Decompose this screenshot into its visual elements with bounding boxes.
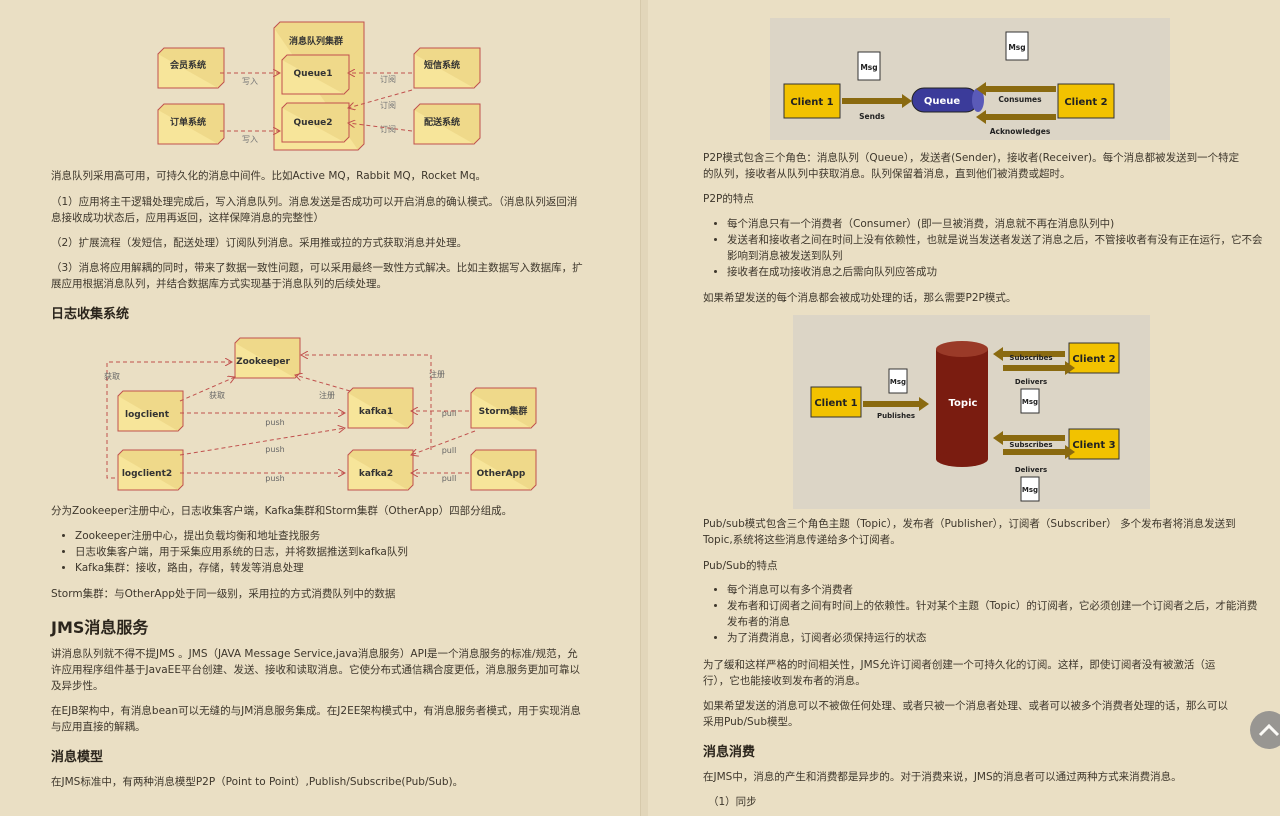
pull-label: pull [442, 446, 457, 455]
paragraph: 在JMS中，消息的产生和消费都是异步的。对于消费来说，JMS的消息者可以通过两种… [703, 771, 1182, 783]
msg-icon: Msg [1008, 43, 1025, 52]
bullet-list: 每个消息只有一个消费者（Consumer）(即一旦被消费，消息就不再在消息队列中… [703, 216, 1267, 280]
queue1-node: Queue1 [294, 69, 333, 79]
fetch-label: 获取 [104, 371, 120, 381]
delivery-system-node: 配送系统 [424, 116, 460, 128]
sends-label: Sends [859, 112, 885, 121]
mq-cluster-diagram: 消息队列集群 Queue1 Queue2 会员系统 订单系统 短信系统 配送系统… [157, 21, 481, 151]
section-heading: JMS消息服务 [51, 618, 149, 637]
kafka2-node: kafka2 [359, 469, 393, 479]
paragraph: （2）扩展流程（发短信，配送处理）订阅队列消息。采用推或拉的方式获取消息并处理。 [51, 237, 468, 249]
acknowledges-label: Acknowledges [990, 127, 1051, 136]
paragraph: （1）同步 [708, 796, 757, 808]
write-label: 写入 [242, 135, 258, 144]
logclient-node: logclient [125, 410, 170, 420]
list-item: 日志收集客户端，用于采集应用系统的日志，并将数据推送到kafka队列 [75, 544, 615, 560]
list-item: 接收者在成功接收消息之后需向队列应答成功 [727, 264, 1267, 280]
left-page: 消息队列集群 Queue1 Queue2 会员系统 订单系统 短信系统 配送系统… [0, 0, 640, 816]
member-system-node: 会员系统 [170, 59, 206, 71]
paragraph: （1）应用将主干逻辑处理完成后，写入消息队列。消息发送是否成功可以开启消息的确认… [51, 196, 578, 224]
pull-label: pull [442, 474, 457, 483]
push-label: push [265, 474, 284, 483]
paragraph: 分为Zookeeper注册中心，日志收集客户端，Kafka集群和Storm集群（… [51, 505, 513, 517]
cluster-label: 消息队列集群 [289, 35, 343, 47]
paragraph: 在EJB架构中，有消息bean可以无缝的与JM消息服务集成。在J2EE架构模式中… [51, 705, 581, 733]
paragraph: 讲消息队列就不得不提JMS 。JMS（JAVA Message Service,… [51, 648, 580, 692]
client3-node: Client 3 [1072, 440, 1115, 451]
section-heading: 消息消费 [703, 745, 756, 760]
pull-label: pull [442, 409, 457, 418]
register-label: 注册 [429, 369, 445, 379]
sms-system-node: 短信系统 [424, 59, 460, 71]
p2p-diagram: Client 1 Client 2 Queue Msg Msg Sends Co… [770, 18, 1170, 140]
list-item: 发布者和订阅者之间有时间上的依赖性。针对某个主题（Topic）的订阅者，它必须创… [727, 598, 1267, 630]
list-item: Kafka集群：接收，路由，存储，转发等消息处理 [75, 560, 615, 576]
log-collection-diagram: Zookeeper logclient logclient2 kafka1 ka… [104, 337, 537, 491]
client1-node: Client 1 [814, 398, 857, 409]
list-item: 每个消息可以有多个消费者 [727, 582, 1267, 598]
msg-icon: Msg [1022, 486, 1038, 494]
list-item: 发送者和接收者之间在时间上没有依赖性，也就是说当发送者发送了消息之后，不管接收者… [727, 232, 1267, 264]
list-item: 为了消费消息，订阅者必须保持运行的状态 [727, 630, 1267, 646]
section-heading: 消息模型 [51, 750, 104, 765]
msg-icon: Msg [860, 63, 877, 72]
consumes-label: Consumes [998, 95, 1042, 104]
bullet-list: Zookeeper注册中心，提出负载均衡和地址查找服务 日志收集客户端，用于采集… [51, 528, 615, 576]
paragraph: Pub/Sub的特点 [703, 560, 778, 572]
write-label: 写入 [242, 77, 258, 86]
storm-node: Storm集群 [479, 405, 528, 417]
client2-node: Client 2 [1064, 97, 1107, 108]
queue2-node: Queue2 [294, 118, 333, 128]
topic-node: Topic [949, 398, 978, 409]
paragraph: 在JMS标准中，有两种消息模型P2P（Point to Point）,Publi… [51, 776, 464, 788]
push-label: push [265, 445, 284, 454]
section-heading: 日志收集系统 [51, 307, 130, 322]
list-item: Zookeeper注册中心，提出负载均衡和地址查找服务 [75, 528, 615, 544]
bullet-list: 每个消息可以有多个消费者 发布者和订阅者之间有时间上的依赖性。针对某个主题（To… [703, 582, 1267, 646]
push-label: push [265, 418, 284, 427]
subscribe-label: 订阅 [380, 74, 396, 84]
paragraph: 如果希望发送的消息可以不被做任何处理、或者只被一个消息者处理、或者可以被多个消费… [703, 700, 1228, 728]
register-label: 注册 [319, 390, 335, 400]
paragraph: （3）消息将应用解耦的同时，带来了数据一致性问题，可以采用最终一致性方式解决。比… [51, 262, 583, 290]
otherapp-node: OtherApp [477, 469, 526, 479]
logclient2-node: logclient2 [122, 469, 172, 479]
msg-icon: Msg [890, 378, 906, 386]
zookeeper-node: Zookeeper [236, 357, 290, 367]
chevron-up-icon [1258, 723, 1280, 737]
subscribes-label: Subscribes [1009, 441, 1052, 449]
scroll-to-top-button[interactable] [1250, 711, 1280, 749]
paragraph: P2P的特点 [703, 193, 754, 205]
paragraph: 消息队列采用高可用，可持久化的消息中间件。比如Active MQ，Rabbit … [51, 170, 487, 182]
paragraph: 如果希望发送的每个消息都会被成功处理的话，那么需要P2P模式。 [703, 292, 1017, 304]
delivers-label: Delivers [1015, 466, 1047, 474]
order-system-node: 订单系统 [170, 116, 206, 128]
paragraph: Storm集群：与OtherApp处于同一级别，采用拉的方式消费队列中的数据 [51, 588, 396, 600]
client1-node: Client 1 [790, 97, 833, 108]
subscribe-label: 订阅 [380, 124, 396, 134]
queue-node: Queue [924, 96, 961, 107]
delivers-label: Delivers [1015, 378, 1047, 386]
paragraph: 为了缓和这样严格的时间相关性，JMS允许订阅者创建一个可持久化的订阅。这样，即使… [703, 659, 1216, 687]
client2-node: Client 2 [1072, 354, 1115, 365]
paragraph: P2P模式包含三个角色：消息队列（Queue），发送者(Sender)，接收者(… [703, 152, 1240, 180]
publishes-label: Publishes [877, 412, 915, 420]
pubsub-diagram: Client 1 Client 2 Client 3 Topic Msg Msg… [793, 315, 1150, 509]
msg-icon: Msg [1022, 398, 1038, 406]
paragraph: Pub/sub模式包含三个角色主题（Topic），发布者（Publisher），… [703, 518, 1236, 546]
kafka1-node: kafka1 [359, 407, 393, 417]
list-item: 每个消息只有一个消费者（Consumer）(即一旦被消费，消息就不再在消息队列中… [727, 216, 1267, 232]
subscribe-label: 订阅 [380, 100, 396, 110]
right-page: Client 1 Client 2 Queue Msg Msg Sends Co… [648, 0, 1280, 816]
subscribes-label: Subscribes [1009, 354, 1052, 362]
fetch-label: 获取 [209, 390, 225, 400]
